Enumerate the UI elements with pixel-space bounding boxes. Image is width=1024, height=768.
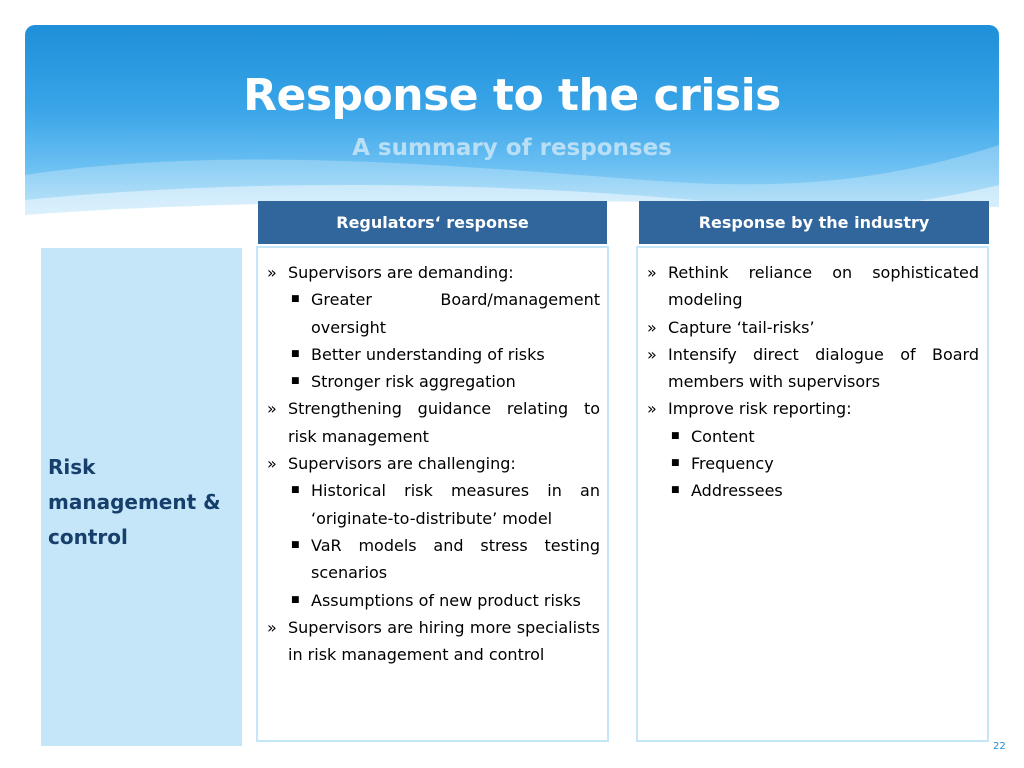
bullet-text: Stronger risk aggregation xyxy=(311,372,516,392)
regulators-column-box xyxy=(256,246,609,742)
bullet-text: VaR models and stress testing scenarios xyxy=(311,535,600,583)
bullet-text: Historical risk measures in an ‘originat… xyxy=(311,481,600,528)
bullet-item: ■ Assumptions of new product risks xyxy=(267,587,600,614)
chevron-bullet-icon: » xyxy=(267,617,277,637)
bullet-text: Rethink reliance on sophisticated modeli… xyxy=(668,263,979,310)
bullet-text: Supervisors are challenging: xyxy=(288,454,516,474)
bullet-item: » Strengthening guidance relating to risk… xyxy=(267,395,600,450)
bullet-text: Content xyxy=(691,426,755,446)
bullet-item: » Intensify direct dialogue of Board memb… xyxy=(647,341,979,396)
row-label: Risk management & control xyxy=(48,455,221,549)
industry-column-header: Response by the industry xyxy=(639,201,989,244)
bullet-item: » Capture ‘tail-risks’ xyxy=(647,314,979,341)
square-bullet-icon: ■ xyxy=(291,294,300,305)
bullet-text: Better understanding of risks xyxy=(311,344,545,364)
bullet-text: Greater Board/management oversight xyxy=(311,290,600,337)
bullet-item: ■ Better understanding of risks xyxy=(267,341,600,368)
bullet-item: ■ Frequency xyxy=(647,450,979,477)
chevron-bullet-icon: » xyxy=(267,263,277,282)
bullet-item: ■ Historical risk measures in an ‘origina… xyxy=(267,477,600,532)
bullet-item: » Supervisors are demanding: xyxy=(267,259,600,286)
bullet-text: Supervisors are hiring more specialists … xyxy=(288,617,600,665)
page-number: 22 xyxy=(993,741,1006,752)
square-bullet-icon: ■ xyxy=(671,458,680,469)
bullet-text: Improve risk reporting: xyxy=(668,399,852,419)
square-bullet-icon: ■ xyxy=(291,539,300,550)
regulators-column-header: Regulators‘ response xyxy=(258,201,607,244)
bullet-item: ■ Addressees xyxy=(647,477,979,504)
chevron-bullet-icon: » xyxy=(647,344,657,364)
bullet-item: » Supervisors are hiring more specialists… xyxy=(267,614,600,669)
industry-bullet-list: » Rethink reliance on sophisticated model… xyxy=(647,259,979,505)
bullet-item: ■ Content xyxy=(647,423,979,450)
regulators-bullet-list: » Supervisors are demanding: ■ Greater Boar… xyxy=(267,259,600,668)
chevron-bullet-icon: » xyxy=(267,399,277,419)
row-label-panel xyxy=(41,248,242,746)
bullet-text: Intensify direct dialogue of Board membe… xyxy=(668,344,979,392)
bullet-text: Capture ‘tail-risks’ xyxy=(668,317,815,337)
square-bullet-icon: ■ xyxy=(291,485,300,496)
square-bullet-icon: ■ xyxy=(291,376,300,387)
chevron-bullet-icon: » xyxy=(647,317,657,337)
bullet-text: Addressees xyxy=(691,481,783,501)
bullet-text: Supervisors are demanding: xyxy=(288,263,514,282)
square-bullet-icon: ■ xyxy=(671,430,680,441)
bullet-text: Strengthening guidance relating to risk … xyxy=(288,399,600,446)
chevron-bullet-icon: » xyxy=(647,399,657,419)
bullet-item: ■ Stronger risk aggregation xyxy=(267,368,600,395)
square-bullet-icon: ■ xyxy=(291,348,300,359)
bullet-item: ■ Greater Board/management oversight xyxy=(267,286,600,341)
chevron-bullet-icon: » xyxy=(267,454,277,474)
chevron-bullet-icon: » xyxy=(647,263,657,282)
slide-title: Response to the crisis xyxy=(243,70,781,121)
industry-column-box xyxy=(636,246,989,742)
square-bullet-icon: ■ xyxy=(291,594,300,605)
slide-subtitle: A summary of responses xyxy=(352,135,672,161)
bullet-text: Assumptions of new product risks xyxy=(311,590,581,610)
bullet-item: » Supervisors are challenging: xyxy=(267,450,600,477)
bullet-item: » Improve risk reporting: xyxy=(647,395,979,422)
square-bullet-icon: ■ xyxy=(671,485,680,496)
bullet-text: Frequency xyxy=(691,454,774,474)
bullet-item: » Rethink reliance on sophisticated model… xyxy=(647,259,979,314)
bullet-item: ■ VaR models and stress testing scenarios xyxy=(267,532,600,587)
